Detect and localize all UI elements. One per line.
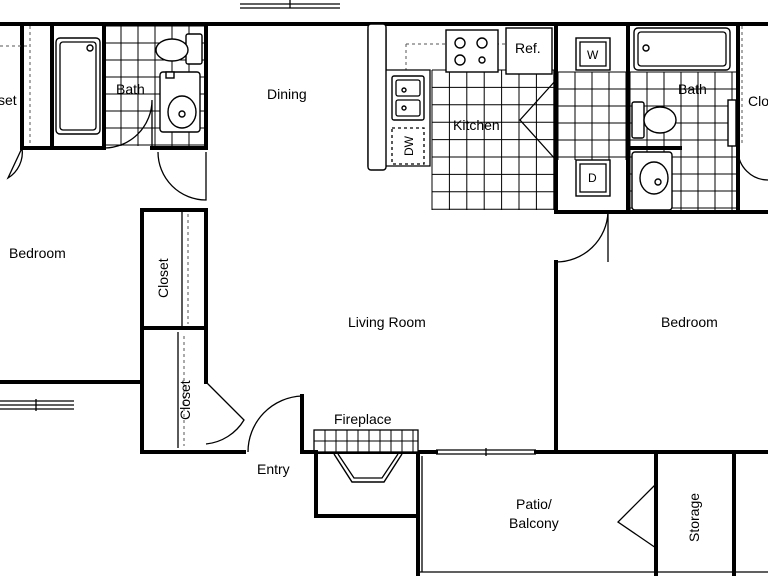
doors bbox=[6, 79, 768, 549]
storage-label: Storage bbox=[686, 493, 702, 542]
room-labels: set Bath Dining Kitchen Ref. W D DW Bath… bbox=[0, 40, 768, 542]
kitchen-fixtures bbox=[367, 23, 611, 197]
washer-label: W bbox=[587, 48, 599, 62]
bedroom-left-label: Bedroom bbox=[9, 245, 66, 261]
closet-left-label: set bbox=[0, 92, 17, 108]
bath-left-label: Bath bbox=[116, 81, 145, 97]
left-bath-fixtures bbox=[55, 33, 203, 135]
patio-door bbox=[436, 448, 536, 456]
living-room-label: Living Room bbox=[348, 314, 426, 330]
fireplace-unit bbox=[313, 429, 420, 518]
bath-right-label: Bath bbox=[678, 81, 707, 97]
dryer-label: D bbox=[588, 171, 597, 185]
closet-mid-upper-label: Closet bbox=[155, 258, 171, 298]
patio-label-line2: Balcony bbox=[509, 515, 559, 531]
bedroom-right-label: Bedroom bbox=[661, 314, 718, 330]
right-bath-fixtures bbox=[631, 27, 737, 211]
dishwasher-label: DW bbox=[402, 135, 416, 156]
patio-label-line1: Patio/ bbox=[516, 496, 552, 512]
kitchen-label: Kitchen bbox=[453, 117, 500, 133]
closet-mid-lower-label: Closet bbox=[177, 380, 193, 420]
dining-label: Dining bbox=[267, 86, 307, 102]
fireplace-label: Fireplace bbox=[334, 411, 392, 427]
closet-right-label: Clo bbox=[748, 93, 768, 109]
entry-label: Entry bbox=[257, 461, 290, 477]
top-window bbox=[240, 0, 340, 9]
ref-label: Ref. bbox=[515, 40, 541, 56]
left-window bbox=[0, 399, 74, 411]
